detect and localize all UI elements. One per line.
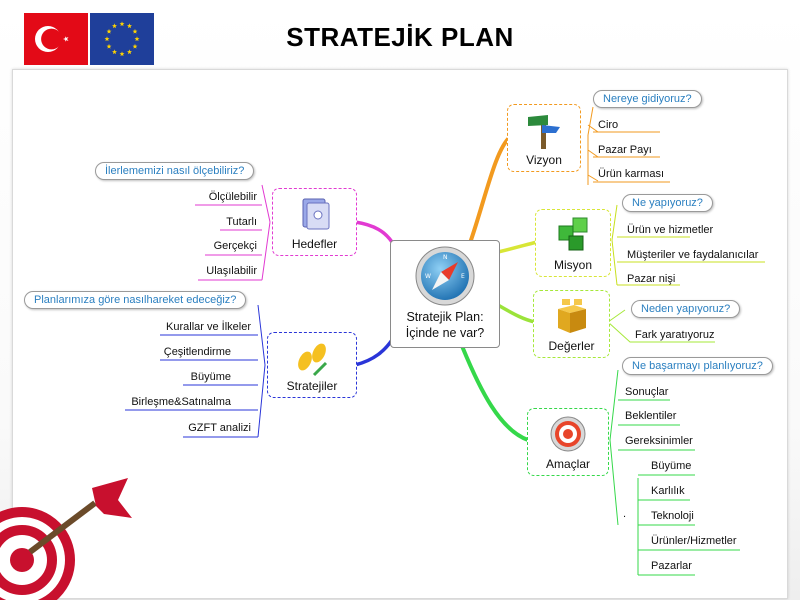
- amaclar-sub-item: Ürünler/Hizmetler: [651, 535, 737, 547]
- amaclar-sub-item: Büyüme: [651, 460, 692, 472]
- amaclar-item: Gereksinimler: [625, 435, 693, 447]
- eu-star: [132, 28, 138, 34]
- stratejiler-item: Birleşme&Satınalma: [131, 396, 231, 408]
- eu-star: [134, 36, 140, 42]
- amaclar-item: Sonuçlar: [625, 386, 669, 398]
- node-hedefler: Hedefler: [272, 188, 357, 256]
- branch-stratejiler-line: [354, 338, 394, 367]
- eu-star: [119, 51, 125, 57]
- branch-hedefler-line: [354, 220, 394, 244]
- amaclar-question: Ne başarmayı planlıyoruz?: [622, 357, 773, 375]
- eu-star: [127, 49, 132, 55]
- branch-degerler-line: [497, 303, 536, 324]
- dartboard-icon: [0, 478, 132, 600]
- eu-star: [106, 43, 112, 49]
- branch-vizyon-line: [468, 135, 512, 244]
- vizyon-item-lines: [587, 106, 599, 185]
- stratejiler-question: Planlarımıza göre nasılhareket edeceğiz?: [24, 291, 247, 309]
- amaclar-sub-marker: .: [623, 508, 627, 520]
- node-misyon: Misyon: [535, 209, 611, 277]
- svg-text:N: N: [443, 254, 448, 261]
- node-amaclar: Amaçlar: [527, 408, 609, 476]
- blocks-icon: [558, 217, 588, 251]
- vizyon-question: Nereye gidiyoruz?: [593, 90, 702, 108]
- eu-star: [112, 23, 117, 29]
- hedefler-item: Gerçekçi: [213, 240, 257, 252]
- stratejiler-item: Çeşitlendirme: [163, 346, 231, 358]
- misyon-question: Ne yapıyoruz?: [622, 194, 713, 212]
- amaclar-sub-item: Karlılık: [651, 485, 685, 497]
- page-title: STRATEJİK PLAN: [286, 22, 514, 52]
- amaclar-sub-item: Teknoloji: [651, 510, 694, 522]
- gift-box-icon: [557, 299, 586, 333]
- eu-star: [127, 23, 132, 29]
- degerler-question: Neden yapıyoruz?: [631, 300, 741, 318]
- misyon-item: Pazar nişi: [627, 273, 676, 285]
- signpost-icon: [528, 115, 560, 149]
- amaclar-item: Beklentiler: [625, 410, 677, 422]
- branch-amaclar-line: [460, 345, 529, 442]
- eu-flag-icon: [90, 13, 154, 65]
- misyon-item: Ürün ve hizmetler: [627, 224, 714, 236]
- svg-text:E: E: [461, 273, 465, 280]
- document-icon: [302, 198, 329, 230]
- node-stratejiler: Stratejiler: [267, 332, 357, 398]
- hedefler-item: Tutarlı: [226, 216, 257, 228]
- misyon-item: Müşteriler ve faydalanıcılar: [627, 249, 759, 261]
- footprints-icon: [298, 343, 328, 377]
- turkey-flag-icon: [24, 13, 88, 65]
- stratejiler-item: Kurallar ve İlkeler: [166, 321, 251, 333]
- compass-icon: N W E: [415, 246, 475, 306]
- eu-star: [119, 21, 125, 27]
- vizyon-item: Ciro: [598, 119, 619, 131]
- vizyon-item: Ürün karması: [598, 168, 665, 180]
- vizyon-item: Pazar Payı: [598, 144, 652, 156]
- svg-text:W: W: [425, 273, 431, 280]
- branch-misyon-line: [497, 240, 538, 254]
- hedefler-question: İlerlememizi nasıl ölçebiliriz?: [95, 162, 255, 180]
- stratejiler-item: GZFT analizi: [188, 422, 251, 434]
- hedefler-item: Ölçülebilir: [208, 191, 257, 203]
- central-node-label: Stratejik Plan: İçinde ne var?: [405, 310, 485, 340]
- hedefler-item: Ulaşılabilir: [206, 265, 257, 277]
- degerler-item: Fark yaratıyoruz: [635, 329, 715, 341]
- eu-star: [106, 28, 112, 34]
- amaclar-sub-item: Pazarlar: [651, 560, 692, 572]
- central-node: N W E Stratejik Plan: İçinde ne var?: [390, 240, 500, 348]
- eu-star: [104, 36, 110, 42]
- target-icon: [550, 416, 586, 452]
- node-degerler: Değerler: [533, 290, 610, 358]
- eu-star: [132, 43, 138, 49]
- node-vizyon: Vizyon: [507, 104, 581, 172]
- eu-star: [112, 49, 117, 55]
- stratejiler-item: Büyüme: [190, 371, 231, 383]
